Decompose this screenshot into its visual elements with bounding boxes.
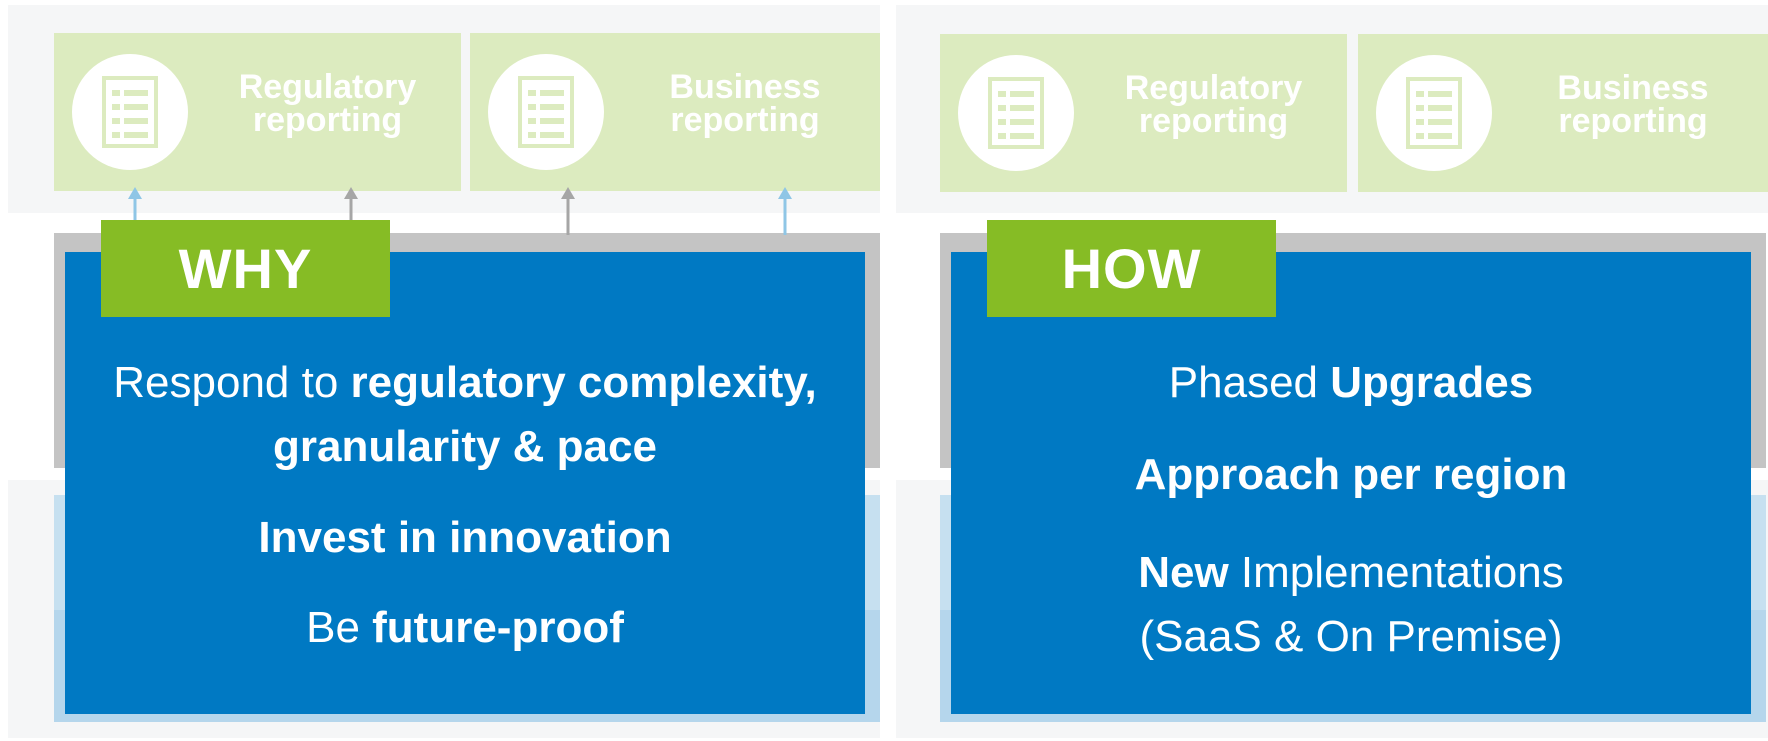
tile-icon-circle — [72, 54, 188, 170]
document-list-icon — [518, 76, 574, 148]
statement-line: Be future-proof — [65, 597, 865, 659]
statement-bold-text: granularity & pace — [273, 422, 657, 471]
tile-label: Regulatory reporting — [1124, 69, 1303, 140]
statement-text: Phased — [1168, 358, 1331, 407]
how-content-box — [951, 252, 1751, 714]
statement-bold-text: Invest in innovation — [258, 513, 672, 562]
how-tab: HOW — [987, 220, 1276, 317]
how-panel: Regulatory reporting Business reporting … — [888, 0, 1768, 741]
statement-text: Implementations — [1228, 548, 1564, 597]
statement-line: (SaaS & On Premise) — [951, 606, 1751, 668]
document-list-icon — [988, 77, 1044, 149]
why-tab: WHY — [101, 220, 390, 317]
tile-label: Business reporting — [669, 68, 821, 139]
statement-line: New Implementations — [951, 542, 1751, 604]
statement-line: Approach per region — [951, 444, 1751, 506]
tile-label: Business reporting — [1557, 69, 1709, 140]
why-panel: Regulatory reporting Business reporting — [0, 0, 880, 741]
tile-label: Regulatory reporting — [238, 68, 417, 139]
statement-text: Respond to — [113, 358, 351, 407]
document-list-icon — [1406, 77, 1462, 149]
business-reporting-tile: Business reporting — [470, 33, 880, 191]
statement-bold-text: Upgrades — [1330, 358, 1534, 407]
tile-icon-circle — [958, 55, 1074, 171]
business-reporting-tile: Business reporting — [1358, 34, 1768, 192]
document-list-icon — [102, 76, 158, 148]
arrow-up-icon — [778, 187, 792, 235]
statement-text: Be — [306, 603, 373, 652]
why-content-box — [65, 252, 865, 714]
statement-line: Respond to regulatory complexity, — [65, 352, 865, 414]
statement-bold-text: New — [1138, 548, 1229, 597]
arrow-up-icon — [561, 187, 575, 235]
tile-icon-circle — [1376, 55, 1492, 171]
statement-bold-text: future-proof — [372, 603, 624, 652]
statement-text: (SaaS & On Premise) — [1139, 612, 1563, 661]
regulatory-reporting-tile: Regulatory reporting — [940, 34, 1347, 192]
connector-arrows — [128, 187, 792, 235]
statement-line: Phased Upgrades — [951, 352, 1751, 414]
statement-bold-text: regulatory complexity, — [350, 358, 817, 407]
statement-bold-text: Approach per region — [1134, 450, 1568, 499]
tile-icon-circle — [488, 54, 604, 170]
statement-line: granularity & pace — [65, 416, 865, 478]
statement-line: Invest in innovation — [65, 507, 865, 569]
regulatory-reporting-tile: Regulatory reporting — [54, 33, 461, 191]
